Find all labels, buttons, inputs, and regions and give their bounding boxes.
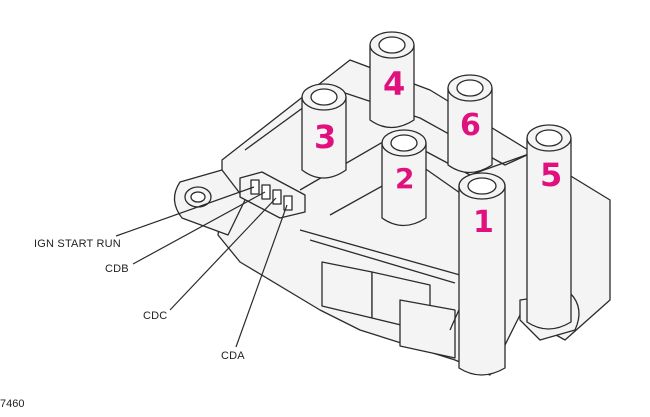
connector-pin-2 [261, 184, 271, 200]
leader-cdb [132, 191, 266, 265]
tower-number-1: 1 [473, 205, 494, 240]
coil-tower-5 [526, 124, 572, 330]
coil-tower-4 [369, 31, 415, 129]
leader-cdc [169, 197, 277, 311]
tower-number-3: 3 [314, 118, 336, 156]
tower-number-6: 6 [460, 108, 481, 143]
tower-number-5: 5 [540, 156, 562, 194]
leader-cda [235, 204, 288, 348]
callout-cdb: CDB [105, 263, 129, 275]
coil-tower-1 [458, 172, 506, 376]
figure-code: 7460 [0, 398, 25, 410]
callout-ign-start-run: IGN START RUN [34, 238, 121, 250]
leader-ign-start-run [115, 186, 255, 237]
tower-number-2: 2 [395, 162, 414, 195]
coil-tower-2 [381, 129, 427, 227]
coil-tower-3 [301, 83, 347, 179]
lower-block-3 [399, 299, 456, 359]
callout-cda: CDA [221, 350, 245, 362]
top-ridge-middle [299, 134, 541, 191]
connector-pin-4 [283, 195, 293, 211]
connector-pin-1 [250, 179, 260, 195]
callout-cdc: CDC [143, 310, 168, 322]
coil-tower-6 [447, 74, 493, 174]
connector-pin-3 [272, 189, 282, 205]
tower-number-4: 4 [383, 65, 405, 103]
